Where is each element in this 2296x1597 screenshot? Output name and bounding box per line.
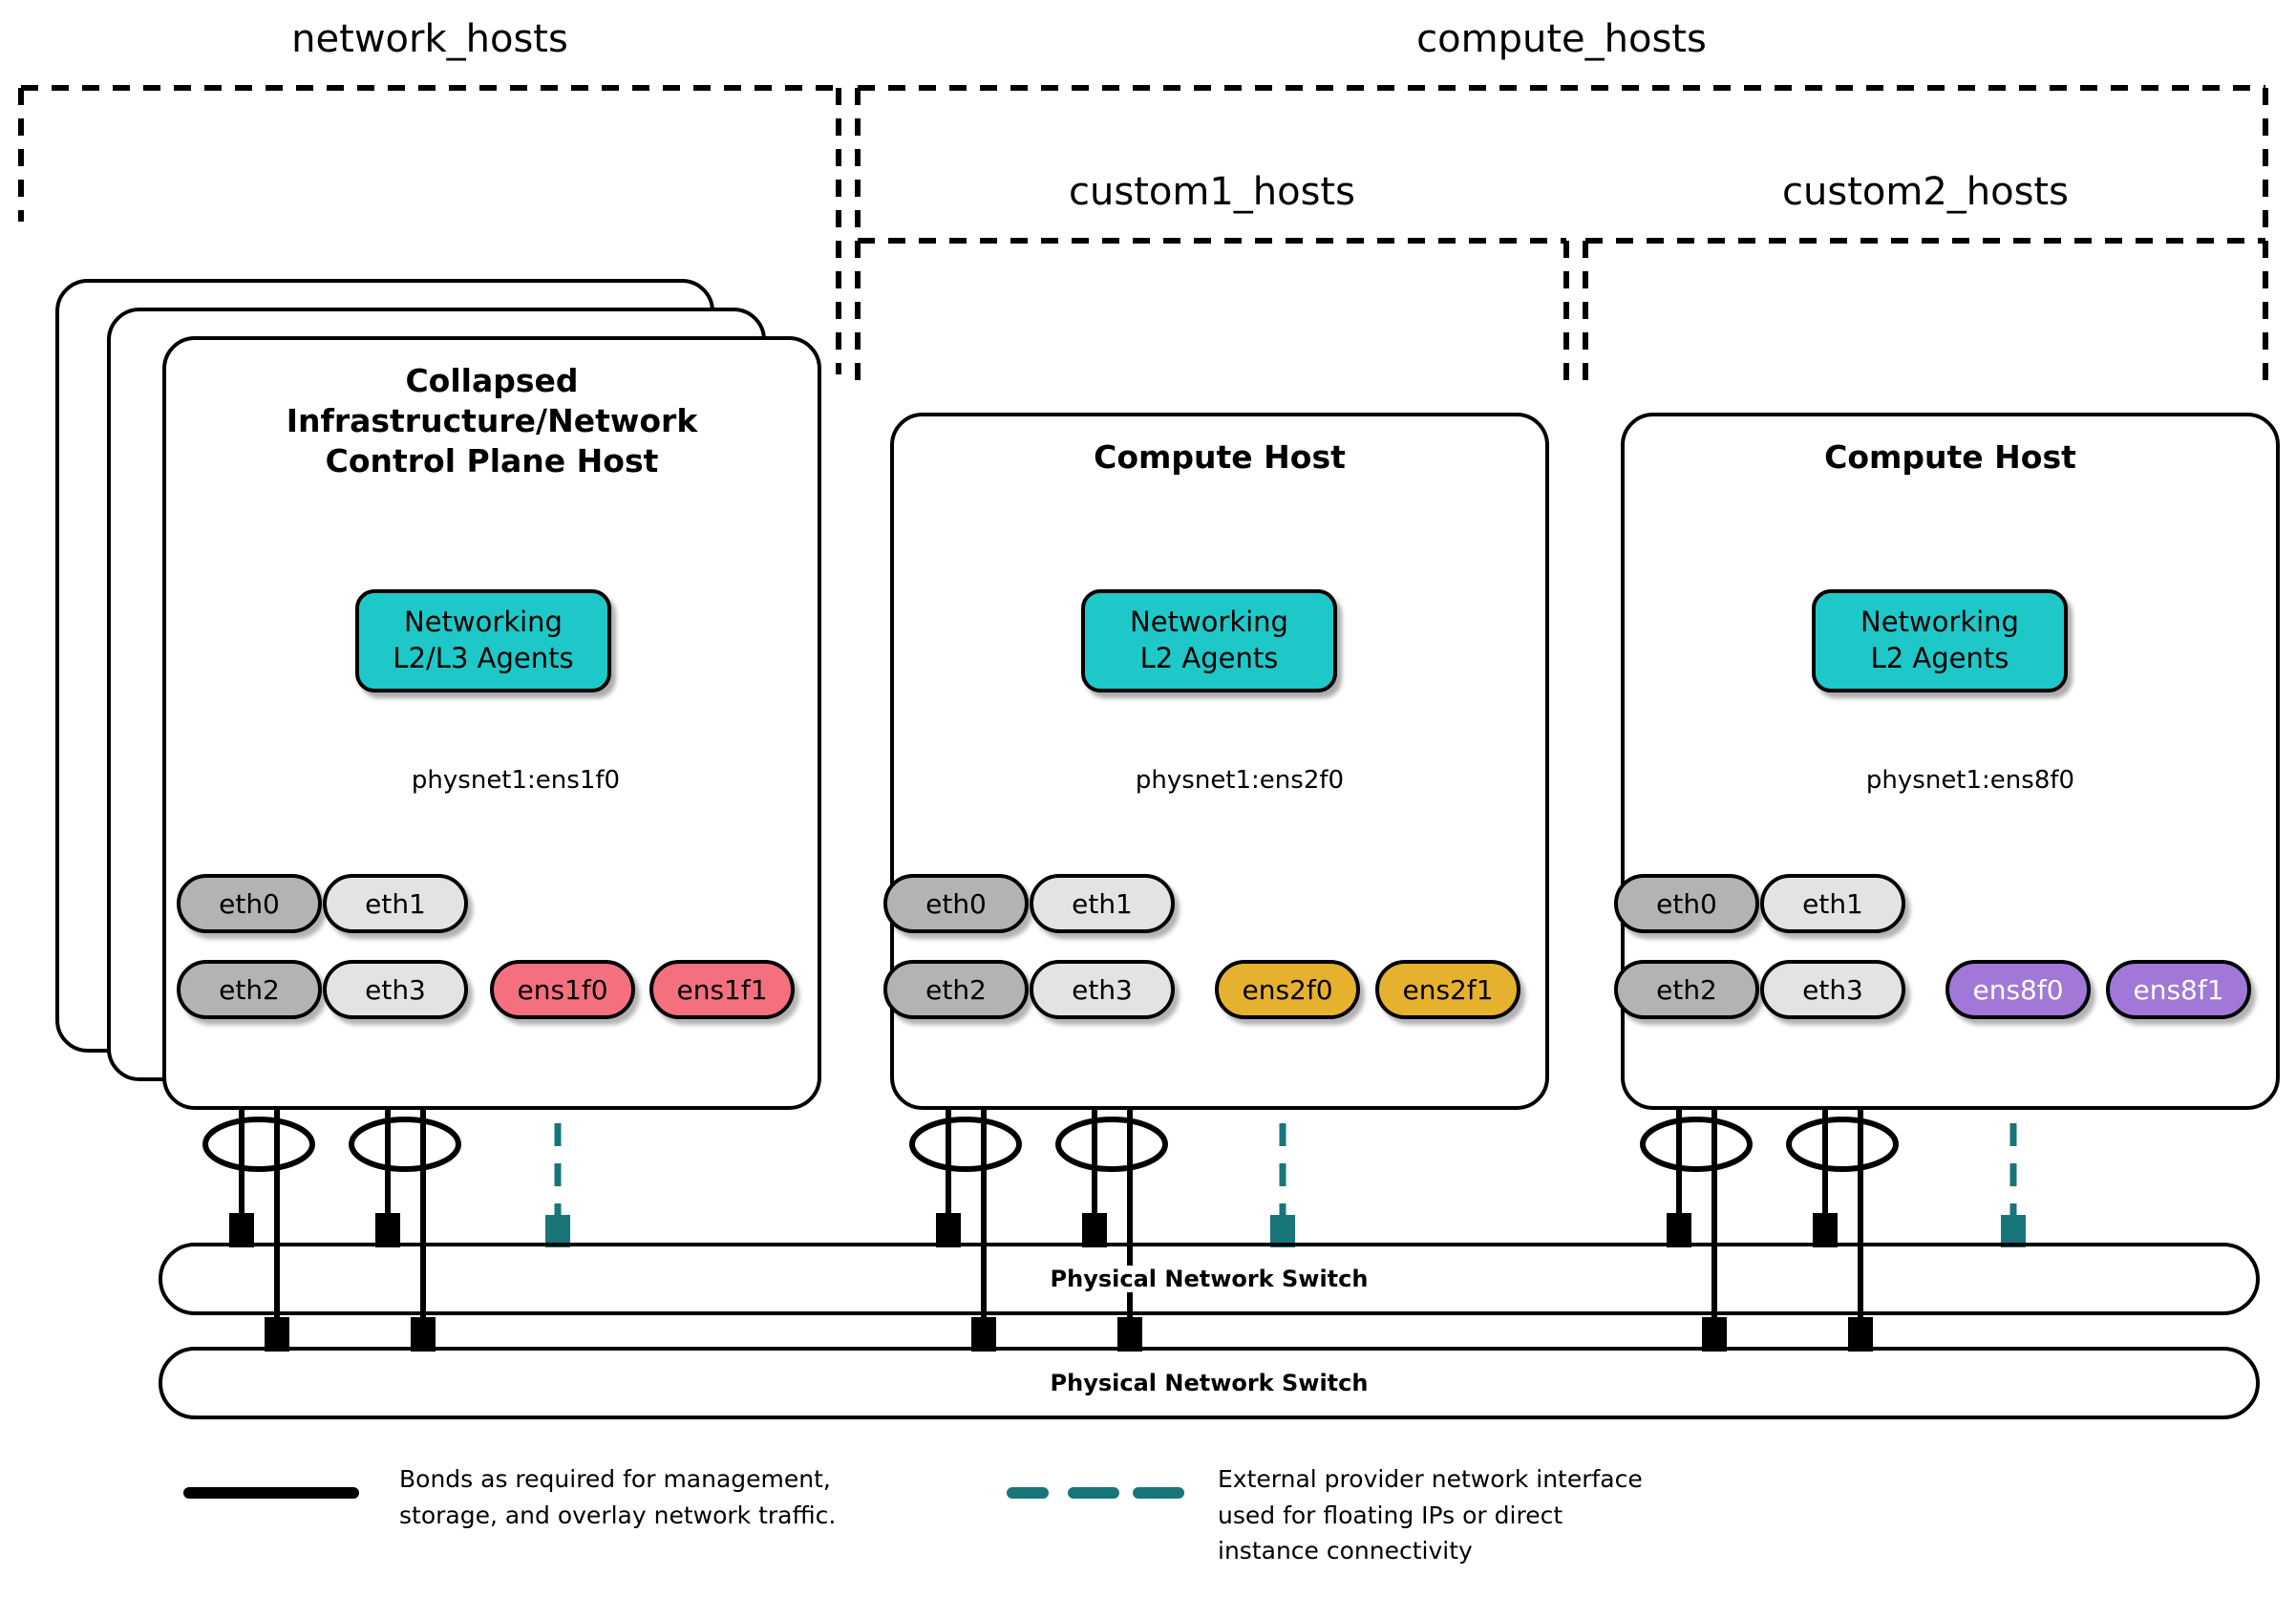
legend-bonds-text: Bonds as required for management, storag…	[399, 1461, 896, 1533]
host-title-network-host: Collapsed Infrastructure/Network Control…	[166, 361, 818, 481]
bond-marker-h2-a	[909, 1117, 1022, 1172]
host-title-compute-host-2: Compute Host	[1625, 437, 2276, 478]
agent-label-line: L2 Agents	[1870, 642, 2009, 674]
bond-marker-h1-b	[349, 1117, 461, 1172]
nic-eth0-compute-host-1[interactable]: eth0	[883, 874, 1029, 933]
host-title-line: Infrastructure/Network	[286, 401, 698, 439]
legend-line: used for floating IPs or direct	[1218, 1501, 1563, 1529]
legend-provider-text: External provider network interface used…	[1218, 1461, 1714, 1569]
bond-marker-h3-a	[1640, 1117, 1753, 1172]
nic-eth3-network-host[interactable]: eth3	[323, 960, 468, 1019]
agent-box-compute-host-1[interactable]: Networking L2 Agents	[1081, 589, 1337, 692]
nic-eth1-compute-host-1[interactable]: eth1	[1030, 874, 1175, 933]
group-boundary-custom2-hosts	[1583, 238, 2268, 382]
agent-box-compute-host-2[interactable]: Networking L2 Agents	[1812, 589, 2068, 692]
bond-marker-h3-b	[1786, 1117, 1899, 1172]
agent-label-line: Networking	[1130, 606, 1288, 639]
agent-label-line: L2 Agents	[1139, 642, 1279, 674]
group-label-custom2-hosts: custom2_hosts	[1782, 170, 2069, 214]
nic-ens8f0-compute-host-2[interactable]: ens8f0	[1945, 960, 2091, 1019]
bond-marker-h2-b	[1055, 1117, 1168, 1172]
nic-eth2-compute-host-2[interactable]: eth2	[1614, 960, 1759, 1019]
group-label-custom1-hosts: custom1_hosts	[1069, 170, 1355, 214]
host-title-line: Compute Host	[1824, 438, 2076, 476]
nic-eth2-network-host[interactable]: eth2	[177, 960, 322, 1019]
legend-line: External provider network interface	[1218, 1465, 1643, 1493]
agent-label-line: Networking	[404, 606, 563, 639]
agent-label-line: Networking	[1860, 606, 2019, 639]
host-title-line: Collapsed	[405, 362, 579, 399]
nic-eth0-compute-host-2[interactable]: eth0	[1614, 874, 1759, 933]
legend-line: instance connectivity	[1218, 1537, 1473, 1565]
switch-label: Physical Network Switch	[1040, 1370, 1378, 1396]
host-title-compute-host-1: Compute Host	[894, 437, 1545, 478]
physnet-label-network-host: physnet1:ens1f0	[411, 766, 621, 795]
group-boundary-custom1-hosts	[855, 238, 1569, 382]
physnet-label-compute-host-1: physnet1:ens2f0	[1135, 766, 1345, 795]
host-title-line: Compute Host	[1094, 438, 1346, 476]
agent-label-line: L2/L3 Agents	[393, 642, 574, 674]
nic-ens2f1-compute-host-1[interactable]: ens2f1	[1375, 960, 1520, 1019]
nic-eth1-compute-host-2[interactable]: eth1	[1760, 874, 1905, 933]
group-label-network-hosts: network_hosts	[291, 17, 568, 61]
switch-label: Physical Network Switch	[1040, 1266, 1378, 1292]
physnet-label-compute-host-2: physnet1:ens8f0	[1865, 766, 2075, 795]
nic-eth1-network-host[interactable]: eth1	[323, 874, 468, 933]
nic-ens1f1-network-host[interactable]: ens1f1	[649, 960, 795, 1019]
legend-line: storage, and overlay network traffic.	[399, 1501, 837, 1529]
nic-ens1f0-network-host[interactable]: ens1f0	[490, 960, 635, 1019]
physical-network-switch-2[interactable]: Physical Network Switch	[159, 1347, 2260, 1419]
nic-eth0-network-host[interactable]: eth0	[177, 874, 322, 933]
nic-ens2f0-compute-host-1[interactable]: ens2f0	[1215, 960, 1360, 1019]
group-label-compute-hosts: compute_hosts	[1416, 17, 1707, 61]
group-boundary-compute-hosts	[855, 85, 2268, 374]
physical-network-switch-1[interactable]: Physical Network Switch	[159, 1243, 2260, 1315]
legend-line: Bonds as required for management,	[399, 1465, 831, 1493]
nic-eth2-compute-host-1[interactable]: eth2	[883, 960, 1029, 1019]
nic-eth3-compute-host-2[interactable]: eth3	[1760, 960, 1905, 1019]
agent-box-network-host[interactable]: Networking L2/L3 Agents	[355, 589, 611, 692]
nic-eth3-compute-host-1[interactable]: eth3	[1030, 960, 1175, 1019]
host-title-line: Control Plane Host	[325, 441, 659, 479]
nic-ens8f1-compute-host-2[interactable]: ens8f1	[2106, 960, 2251, 1019]
bond-marker-h1-a	[202, 1117, 315, 1172]
